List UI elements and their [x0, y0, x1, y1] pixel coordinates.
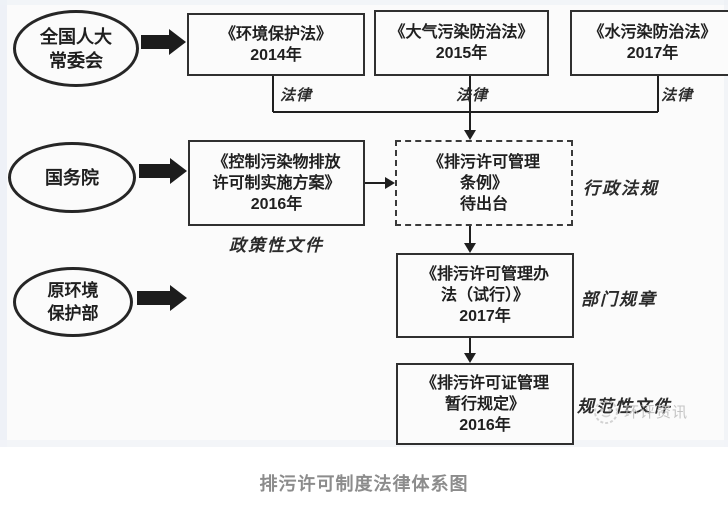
- doc-title: 《水污染防治法》: [588, 24, 717, 41]
- watermark: 环评资讯: [592, 396, 688, 426]
- doc-year: 2017年: [459, 308, 511, 325]
- doc-environmental-protection-law: 《环境保护法》 2014年: [187, 13, 365, 76]
- doc-title: 《控制污染物排放: [212, 153, 341, 171]
- category-label-administrative-regulation: 行政法规: [583, 179, 659, 198]
- actor-label-line: 保护部: [47, 304, 99, 323]
- doc-title: 暂行规定》: [444, 395, 525, 413]
- arrowhead-down-icon: [464, 353, 476, 363]
- category-label-law: 法律: [456, 88, 489, 104]
- legal-system-diagram: 全国人大 常委会 国务院 原环境 保护部 《环境保护法》 2014年 《大气污染…: [0, 0, 728, 447]
- doc-title: 法（试行）》: [440, 287, 529, 304]
- doc-permit-interim-provisions: 《排污许可证管理 暂行规定》 2016年: [396, 363, 574, 445]
- arrowhead-right-icon: [385, 177, 395, 189]
- category-label-law: 法律: [661, 88, 694, 104]
- doc-year: 2016年: [250, 195, 303, 213]
- category-label-department-rule: 部门规章: [581, 290, 657, 309]
- doc-permit-management-measures: 《排污许可管理办 法（试行）》 2017年: [396, 253, 574, 338]
- category-label-policy-document: 政策性文件: [229, 236, 324, 255]
- law-box-stub-lines: [272, 76, 659, 112]
- doc-year: 2014年: [250, 46, 302, 64]
- actor-label-line: 原环境: [47, 281, 99, 300]
- doc-title: 《排污许可管理办: [420, 266, 549, 283]
- arrowhead-down-icon: [464, 130, 476, 140]
- doc-title: 《排污许可管理: [427, 153, 540, 171]
- actor-label-line: 全国人大: [40, 26, 112, 47]
- category-label-law: 法律: [280, 88, 313, 104]
- doc-year: 2017年: [626, 45, 679, 62]
- figure-caption: 排污许可制度法律体系图: [259, 474, 469, 494]
- doc-title: 《排污许可证管理: [420, 374, 549, 392]
- doc-water-pollution-law: 《水污染防治法》 2017年: [570, 10, 728, 76]
- doc-title: 《大气污染防治法》: [389, 24, 534, 41]
- actor-npc-standing-committee: 全国人大 常委会: [13, 10, 139, 87]
- npc-block-arrow-icon: [141, 29, 186, 55]
- connector-layer: [137, 29, 659, 363]
- actor-state-council: 国务院: [8, 142, 136, 213]
- doc-year: 2016年: [459, 416, 511, 434]
- doc-status: 待出台: [459, 195, 508, 213]
- doc-year: 2015年: [435, 45, 488, 62]
- doc-title: 《环境保护法》: [219, 25, 332, 43]
- actor-former-mep: 原环境 保护部: [13, 267, 133, 337]
- doc-implementation-plan: 《控制污染物排放 许可制实施方案》 2016年: [188, 140, 365, 226]
- actor-label-line: 国务院: [45, 167, 99, 188]
- watermark-logo-icon: [594, 400, 618, 424]
- doc-air-pollution-law: 《大气污染防治法》 2015年: [374, 10, 549, 76]
- doc-permit-regulation-pending: 《排污许可管理 条例》 待出台: [395, 140, 573, 226]
- mep-block-arrow-icon: [137, 285, 187, 311]
- doc-title: 条例》: [459, 174, 508, 192]
- doc-title: 许可制实施方案》: [212, 174, 341, 192]
- state-council-block-arrow-icon: [139, 158, 187, 184]
- arrowhead-down-icon: [464, 243, 476, 253]
- watermark-text: 环评资讯: [624, 403, 689, 421]
- actor-label-line: 常委会: [49, 50, 103, 71]
